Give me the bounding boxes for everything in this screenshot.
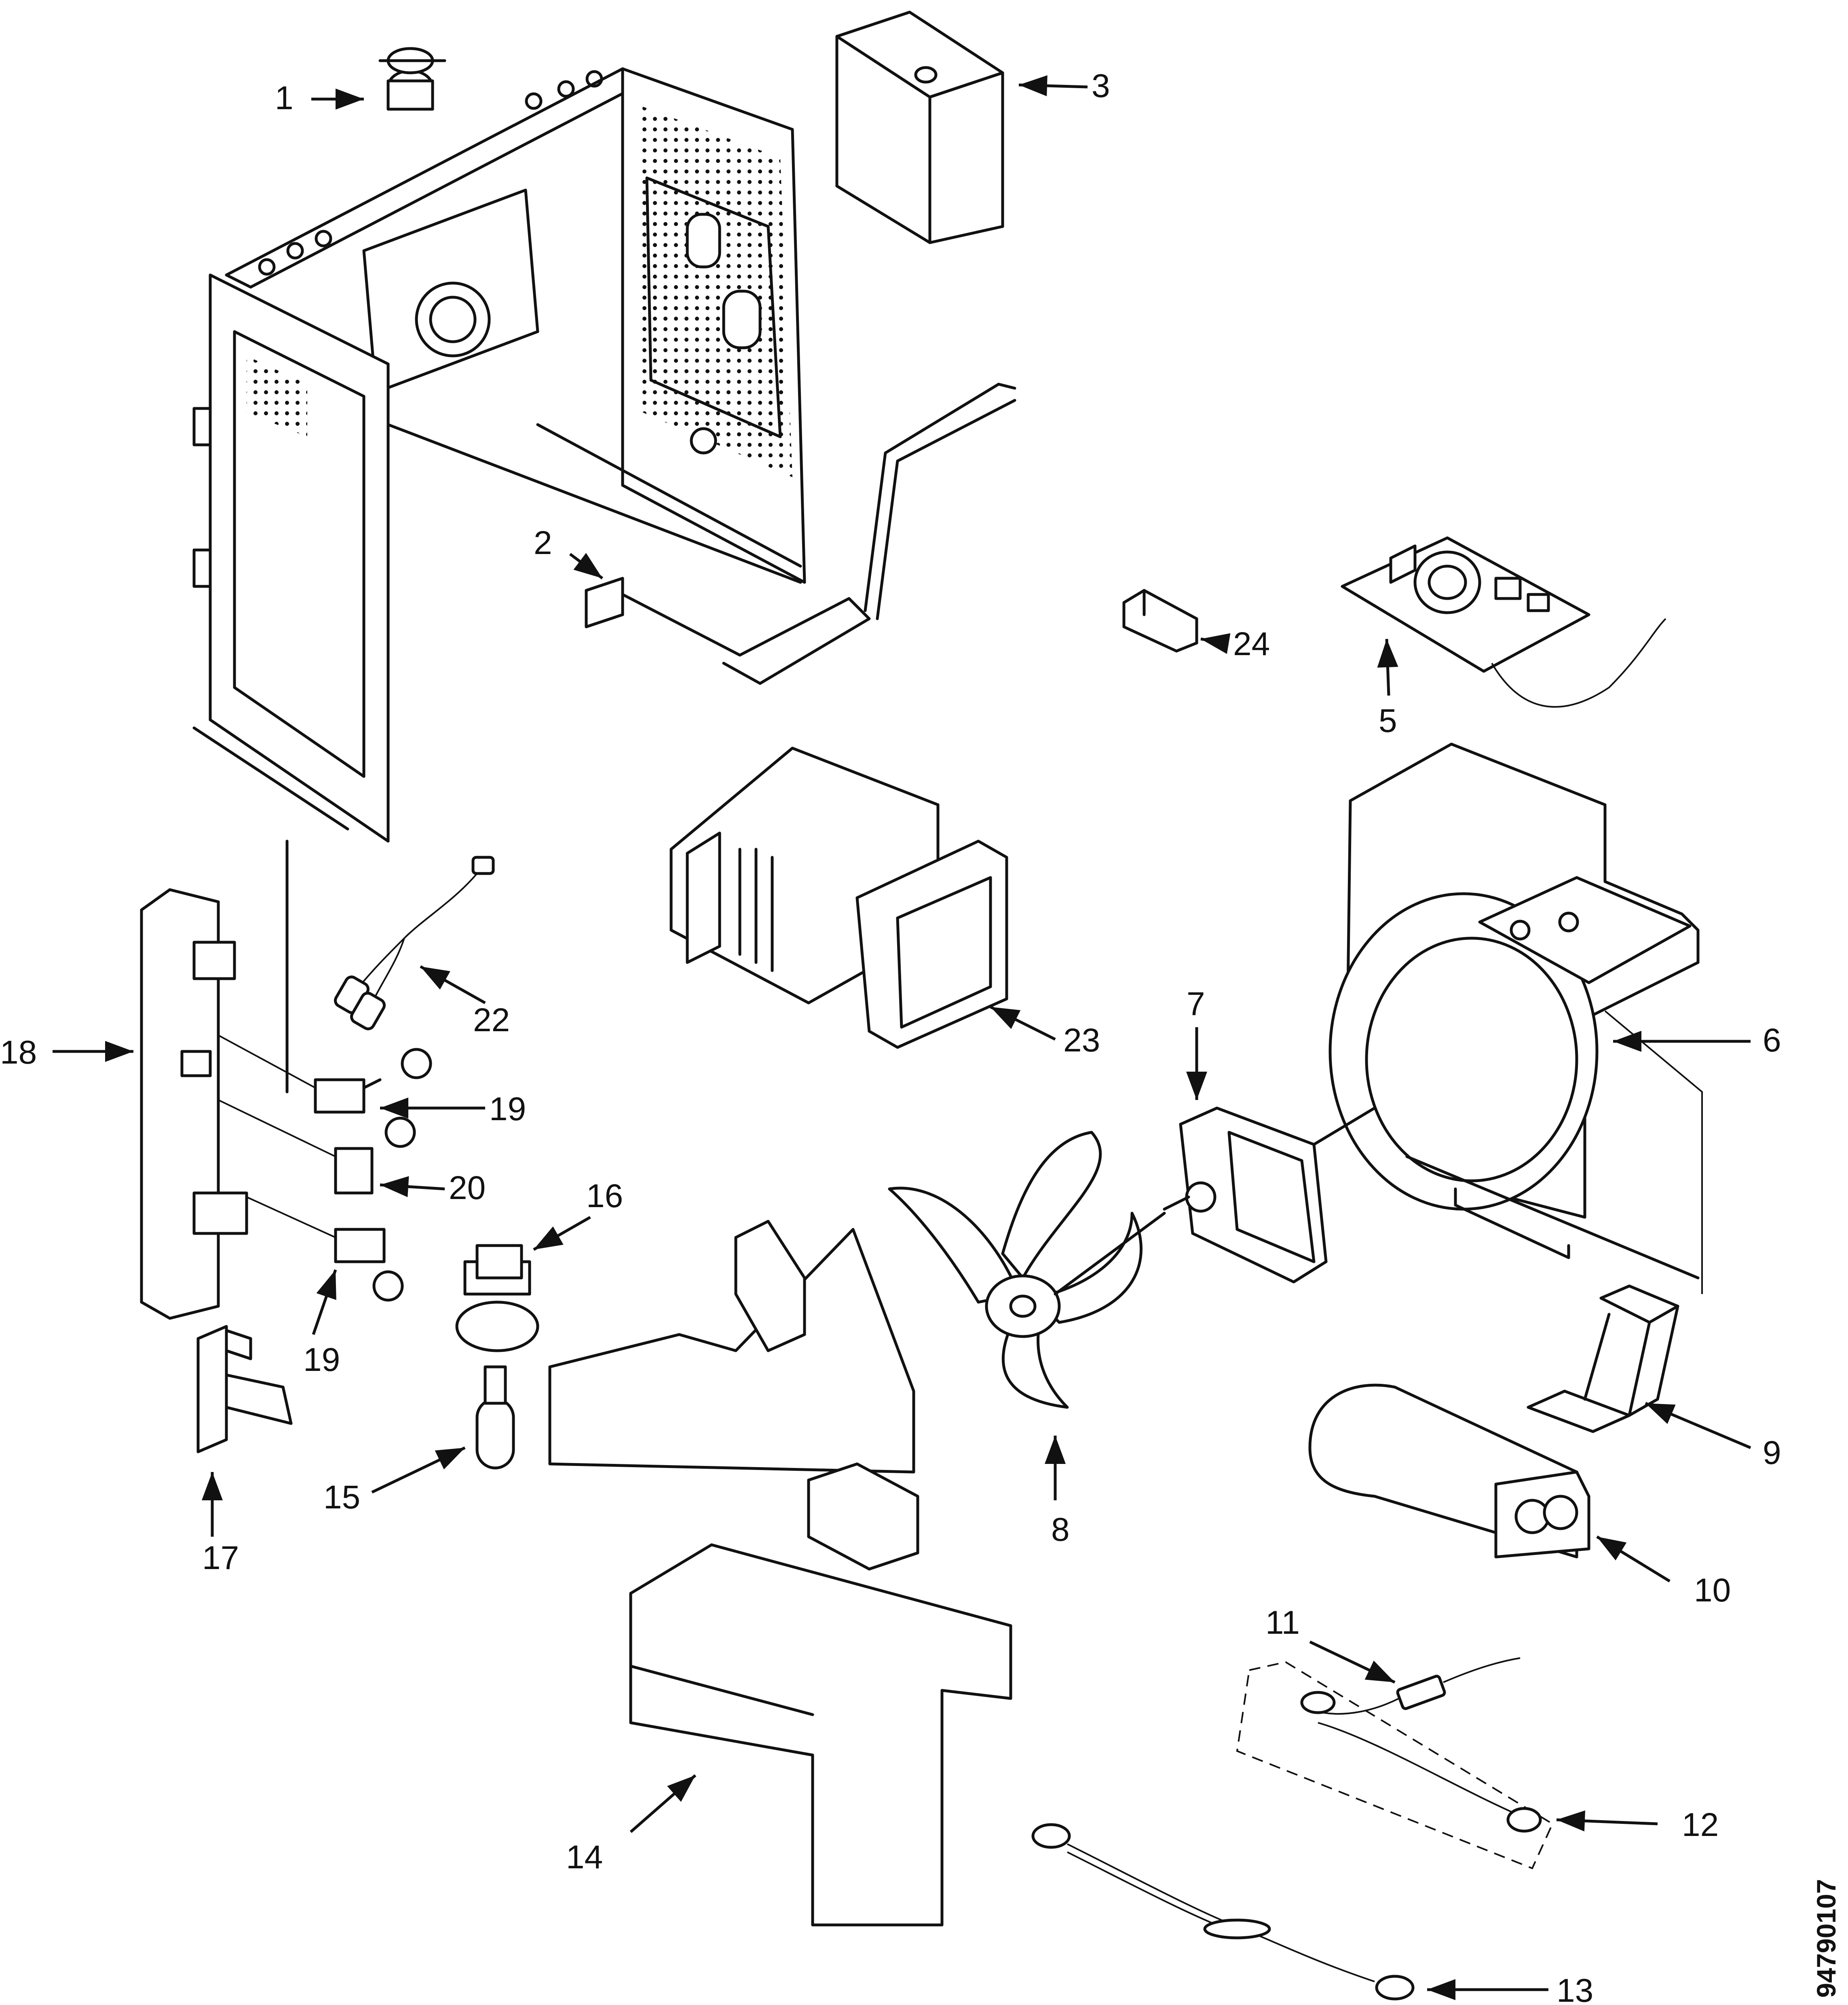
diode-harness-part-11-12 (1236, 1657, 1554, 1870)
callout-label-19b: 19 (303, 1341, 340, 1378)
callout-label-17: 17 (202, 1540, 239, 1576)
callout-label-8: 8 (1051, 1511, 1070, 1548)
callout-arrowhead-10 (1597, 1537, 1627, 1561)
document-number: 94790107 (1811, 1879, 1841, 1998)
callout-label-15: 15 (323, 1479, 360, 1516)
bracket-part-9 (1527, 1284, 1679, 1433)
callout-label-18: 18 (0, 1034, 37, 1071)
waveguide-cover-part-3 (835, 11, 1004, 244)
callout-label-7: 7 (1187, 986, 1205, 1022)
callout-arrowhead-23 (991, 1007, 1021, 1029)
lamp-part-15 (475, 1365, 515, 1470)
callout-arrowhead-2 (573, 553, 602, 578)
callout-label-19a: 19 (489, 1091, 526, 1127)
bracket-part-2 (585, 383, 1016, 685)
callout-arrowhead-6 (1613, 1031, 1641, 1052)
callout-label-5: 5 (1379, 702, 1397, 739)
callout-arrowhead-22 (420, 967, 450, 990)
callout-arrowhead-9 (1645, 1403, 1676, 1424)
callout-label-6: 6 (1763, 1022, 1781, 1059)
callout-label-3: 3 (1092, 68, 1110, 104)
switch-bracket-part-18 (140, 840, 289, 1320)
callout-label-12: 12 (1682, 1806, 1719, 1843)
switch-part-19-upper (218, 1034, 432, 1114)
callout-label-2: 2 (534, 525, 552, 561)
callout-arrowhead-17 (202, 1472, 223, 1500)
callout-label-22: 22 (473, 1002, 510, 1038)
callout-arrowhead-18 (105, 1041, 133, 1062)
capacitor-part-10 (1308, 1383, 1590, 1559)
switch-part-20 (218, 1099, 416, 1195)
callout-label-24: 24 (1233, 626, 1270, 662)
lamp-socket-part-16 (455, 1244, 539, 1352)
callout-label-14: 14 (566, 1839, 603, 1876)
callout-label-11: 11 (1265, 1604, 1300, 1641)
callout-arrowhead-24 (1201, 633, 1231, 654)
callout-arrowhead-19a (380, 1098, 408, 1119)
callout-label-10: 10 (1694, 1572, 1731, 1609)
callout-arrowhead-15 (435, 1448, 465, 1470)
callout-arrowhead-20 (380, 1176, 409, 1197)
callout-label-13: 13 (1557, 1972, 1593, 2005)
callout-arrowhead-1 (336, 89, 364, 110)
control-board-part-5 (1341, 536, 1666, 708)
callout-arrowhead-7 (1186, 1072, 1207, 1100)
callout-arrowhead-11 (1364, 1660, 1395, 1682)
callout-arrowhead-12 (1557, 1810, 1585, 1832)
thermostat-part-1 (378, 47, 446, 111)
callout-arrowhead-3 (1019, 75, 1048, 97)
air-duct-part-14 (548, 1220, 1012, 1927)
fan-duct-part-6 (1328, 742, 1703, 1294)
callout-label-1: 1 (275, 80, 294, 116)
wire-lead-part-22 (334, 856, 495, 1030)
callout-label-23: 23 (1063, 1022, 1100, 1059)
callout-label-9: 9 (1763, 1434, 1781, 1471)
callout-arrowhead-14 (667, 1775, 695, 1802)
fuse-holder-part-24 (1122, 589, 1198, 653)
callout-arrowhead-16 (534, 1226, 564, 1250)
callout-arrowhead-19b (316, 1270, 336, 1300)
wire-harness-part-13 (1031, 1823, 1415, 2001)
callout-label-16: 16 (586, 1178, 623, 1214)
switch-part-19-lower (246, 1196, 404, 1302)
callout-arrowhead-13 (1427, 1979, 1455, 2000)
oven-cavity-frame (192, 67, 806, 843)
callout-arrowhead-8 (1045, 1436, 1066, 1464)
callout-label-20: 20 (449, 1170, 486, 1206)
magnetron-part-23 (670, 747, 1008, 1049)
latch-hook-part-17 (196, 1325, 293, 1453)
callout-arrowhead-5 (1377, 639, 1398, 668)
fan-motor-part-7 (1163, 1106, 1376, 1284)
fan-blade-part-8 (888, 1131, 1166, 1409)
